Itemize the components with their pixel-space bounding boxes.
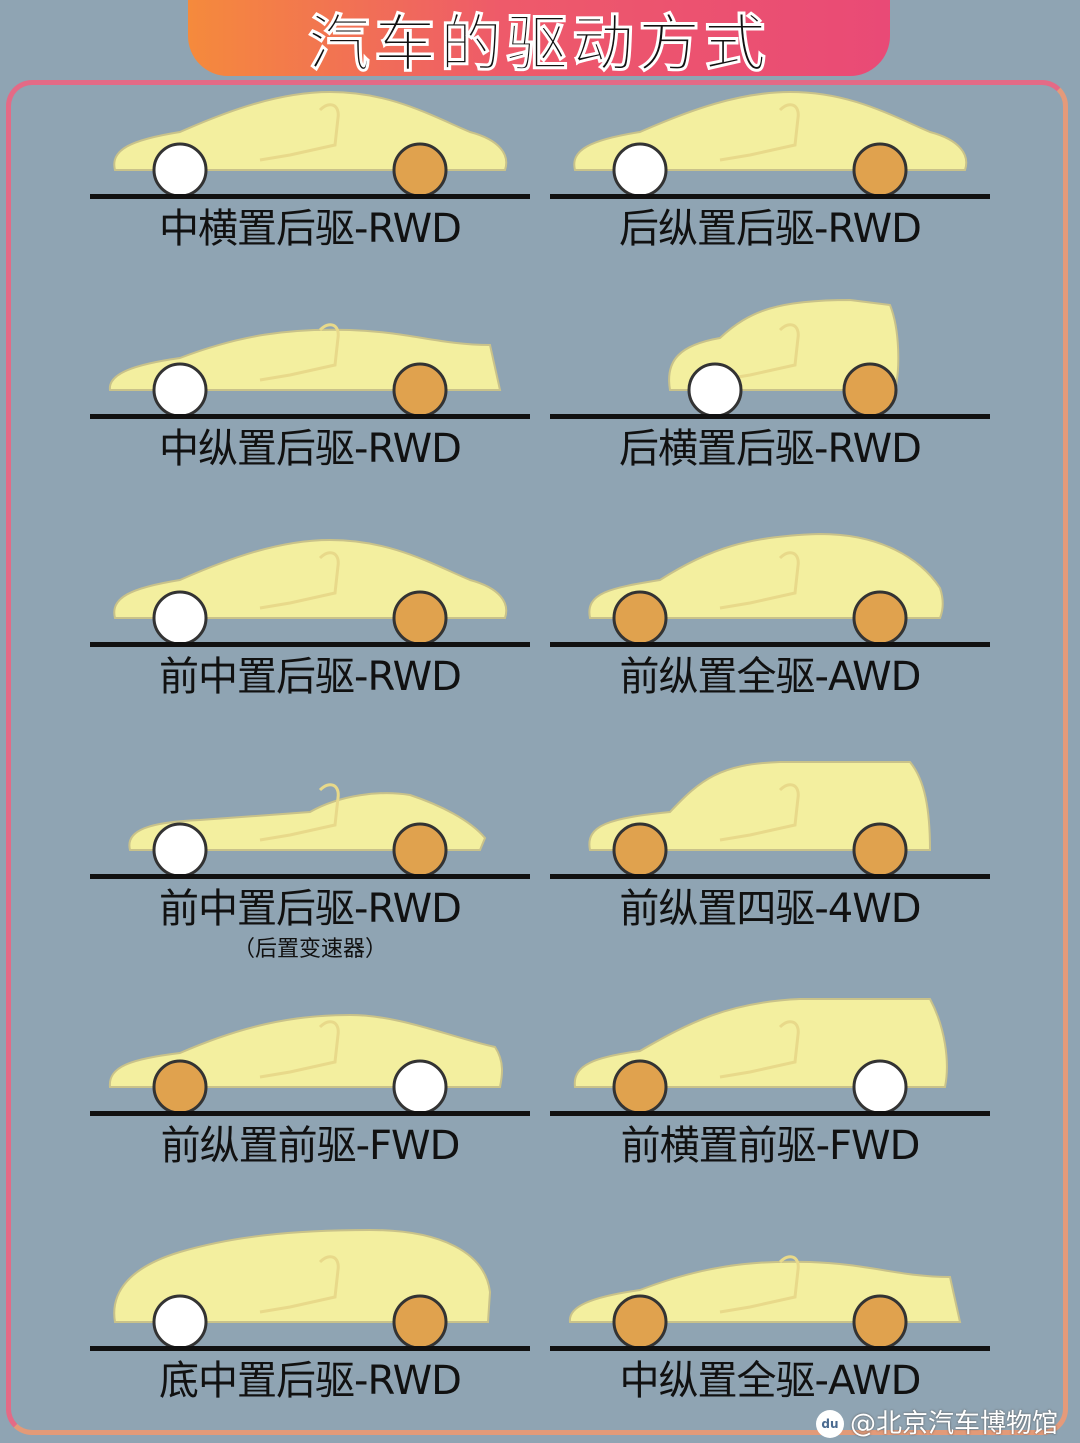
ground-line [90, 414, 530, 419]
rear-wheel [392, 1294, 448, 1350]
baidu-paw-icon: du [815, 1410, 844, 1438]
drive-layout-label: 后横置后驱-RWD [619, 426, 922, 472]
front-wheel [152, 362, 208, 418]
ground-line [550, 194, 990, 199]
rear-wheel [392, 822, 448, 878]
car-illustration [90, 538, 530, 647]
front-wheel [152, 142, 208, 198]
front-wheel [612, 1059, 668, 1115]
drive-layout-item: 前纵置四驱-4WD [535, 750, 1005, 933]
passenger-silhouette [259, 1255, 340, 1314]
car-illustration [550, 298, 990, 419]
ground-line [550, 874, 990, 879]
ground-line [550, 414, 990, 419]
car-illustration [90, 90, 530, 199]
car-body [128, 792, 487, 851]
passenger-silhouette [259, 1020, 340, 1079]
title-banner: 汽车的驱动方式 [188, 0, 890, 81]
drive-layout-label: 中纵置全驱-AWD [619, 1358, 922, 1404]
drive-layout-item: 前中置后驱-RWD （后置变速器） [75, 750, 545, 963]
passenger-silhouette [259, 103, 340, 162]
rear-wheel [392, 362, 448, 418]
car-illustration [550, 90, 990, 199]
drive-layout-label: 前纵置四驱-4WD [619, 886, 921, 932]
drive-layout-item: 前纵置前驱-FWD [75, 987, 545, 1170]
watermark: du @北京汽车博物馆 [815, 1408, 1058, 1440]
front-wheel [152, 1059, 208, 1115]
passenger-silhouette [719, 1020, 800, 1079]
drive-layout-label: 前横置前驱-FWD [620, 1123, 921, 1169]
car-illustration [550, 761, 990, 879]
ground-line [550, 1111, 990, 1116]
drive-layout-label: 中纵置后驱-RWD [159, 426, 462, 472]
drive-layout-item: 中纵置后驱-RWD [75, 290, 545, 473]
front-wheel [612, 590, 668, 646]
passenger-silhouette [719, 323, 800, 382]
passenger-silhouette [259, 323, 340, 382]
car-illustration [90, 1228, 530, 1351]
front-wheel [152, 822, 208, 878]
passenger-silhouette [719, 783, 800, 842]
drive-layout-label: 前中置后驱-RWD [159, 886, 462, 932]
drive-layout-sublabel: （后置变速器） [232, 937, 387, 962]
ground-line [90, 874, 530, 879]
rear-wheel [852, 1059, 908, 1115]
rear-wheel [392, 590, 448, 646]
ground-line [90, 194, 530, 199]
front-wheel [612, 1294, 668, 1350]
passenger-silhouette [719, 103, 800, 162]
rear-wheel [852, 142, 908, 198]
drive-layout-item: 前纵置全驱-AWD [535, 518, 1005, 701]
rear-wheel [852, 822, 908, 878]
car-body [113, 1228, 492, 1323]
page-title: 汽车的驱动方式 [307, 7, 770, 81]
rear-wheel [852, 1294, 908, 1350]
car-illustration [90, 323, 530, 419]
front-wheel [612, 142, 668, 198]
rear-wheel [842, 362, 898, 418]
passenger-silhouette [259, 783, 340, 842]
car-illustration [550, 1255, 990, 1351]
ground-line [90, 1111, 530, 1116]
rear-wheel [852, 590, 908, 646]
drive-layout-item: 前横置前驱-FWD [535, 987, 1005, 1170]
drive-layout-item: 前中置后驱-RWD [75, 518, 545, 701]
drive-layout-label: 后纵置后驱-RWD [619, 206, 922, 252]
rear-wheel [392, 142, 448, 198]
drive-layout-label: 前纵置全驱-AWD [619, 654, 922, 700]
passenger-silhouette [719, 551, 800, 610]
passenger-silhouette [719, 1255, 800, 1314]
car-illustration [90, 783, 530, 879]
front-wheel [687, 362, 743, 418]
rear-wheel [392, 1059, 448, 1115]
car-illustration [550, 998, 990, 1116]
car-body [588, 761, 932, 851]
car-illustration [90, 1013, 530, 1116]
ground-line [90, 1346, 530, 1351]
content-frame [6, 80, 1068, 1435]
ground-line [550, 642, 990, 647]
front-wheel [152, 1294, 208, 1350]
ground-line [550, 1346, 990, 1351]
drive-layout-item: 底中置后驱-RWD [75, 1222, 545, 1405]
watermark-text: @北京汽车博物馆 [849, 1409, 1058, 1439]
drive-layout-item: 中横置后驱-RWD [75, 70, 545, 253]
passenger-silhouette [259, 551, 340, 610]
front-wheel [152, 590, 208, 646]
drive-layout-item: 中纵置全驱-AWD [535, 1222, 1005, 1405]
car-body [573, 998, 948, 1088]
drive-layout-label: 前中置后驱-RWD [159, 654, 462, 700]
drive-layout-item: 后横置后驱-RWD [535, 290, 1005, 473]
drive-layout-label: 底中置后驱-RWD [159, 1358, 462, 1404]
drive-layout-item: 后纵置后驱-RWD [535, 70, 1005, 253]
ground-line [90, 642, 530, 647]
car-illustration [550, 532, 990, 647]
front-wheel [612, 822, 668, 878]
drive-layout-label: 前纵置前驱-FWD [160, 1123, 461, 1169]
car-body [588, 532, 944, 619]
drive-layout-label: 中横置后驱-RWD [159, 206, 462, 252]
